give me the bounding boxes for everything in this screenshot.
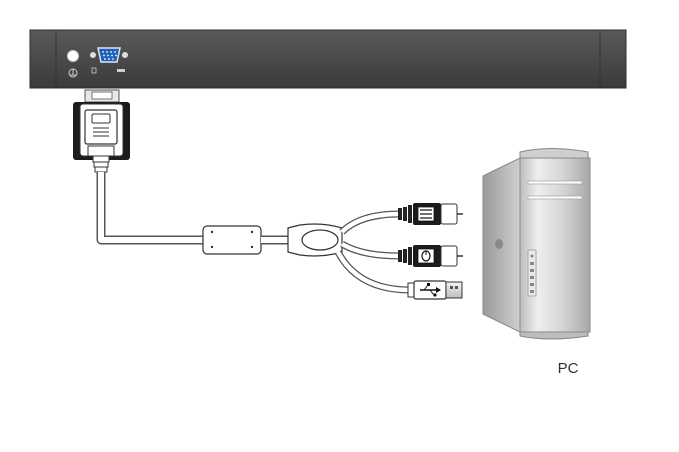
vga-connector-icon — [73, 89, 130, 173]
vga-port-icon — [90, 47, 128, 63]
ground-symbol-icon — [68, 68, 78, 78]
pc-label: PC — [557, 360, 579, 377]
port-marker-icon — [91, 67, 125, 74]
ferrite-core — [202, 225, 262, 255]
cable — [96, 172, 411, 294]
power-button-icon — [67, 50, 79, 62]
cable-splitter — [287, 223, 343, 257]
tower-computer-icon — [482, 148, 591, 340]
ps2-mouse-plug-icon — [398, 245, 463, 267]
rack-panel — [29, 29, 627, 89]
ps2-keyboard-plug-icon — [398, 203, 463, 225]
usb-plug-icon — [407, 280, 463, 300]
